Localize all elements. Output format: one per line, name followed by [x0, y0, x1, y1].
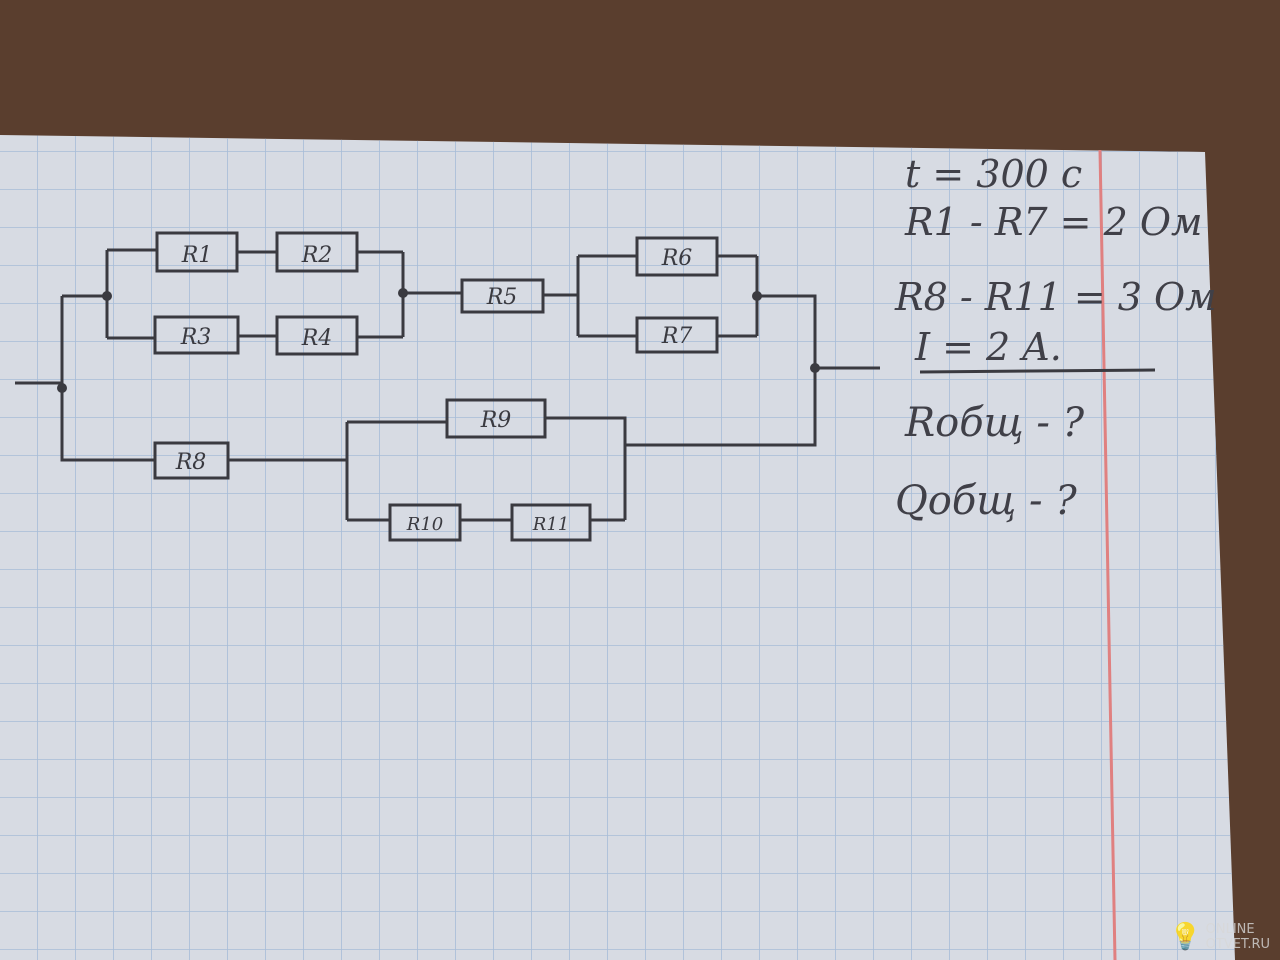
label-r9: R9	[480, 408, 512, 433]
resistor-r5	[460, 278, 545, 314]
given-r8-r11: R8 - R11 = 3 Ом	[895, 275, 1217, 319]
resistor-r6	[635, 236, 719, 277]
resistor-r11	[510, 503, 592, 542]
resistor-r7	[635, 316, 719, 354]
given-divider	[919, 368, 1156, 374]
resistor-r8	[153, 441, 230, 480]
margin-line	[1098, 149, 1117, 960]
label-r8: R8	[175, 450, 207, 475]
label-r6: R6	[661, 246, 693, 271]
label-r7: R7	[661, 324, 693, 349]
find-total-heat: Qобщ - ?	[895, 478, 1077, 524]
watermark-line1: ONLINE	[1205, 922, 1255, 937]
given-current: I = 2 A.	[915, 325, 1062, 369]
lightbulb-icon: 💡	[1169, 921, 1202, 952]
label-r11: R11	[532, 514, 569, 535]
watermark-line2: OTVET.RU	[1205, 937, 1270, 952]
resistor-r1	[155, 231, 239, 273]
resistor-r4	[275, 315, 359, 356]
label-r1: R1	[181, 243, 213, 268]
label-r2: R2	[301, 243, 333, 268]
given-time: t = 300 c	[905, 152, 1083, 196]
resistor-r9	[445, 398, 547, 439]
resistor-r10	[388, 503, 462, 542]
find-total-resistance: Rобщ - ?	[905, 400, 1085, 446]
given-r1-r7: R1 - R7 = 2 Ом	[905, 200, 1203, 244]
label-r3: R3	[180, 325, 212, 350]
resistor-r2	[275, 231, 359, 273]
label-r5: R5	[486, 285, 518, 310]
label-r4: R4	[301, 326, 333, 351]
resistor-r3	[153, 315, 240, 355]
label-r10: R10	[406, 514, 443, 535]
